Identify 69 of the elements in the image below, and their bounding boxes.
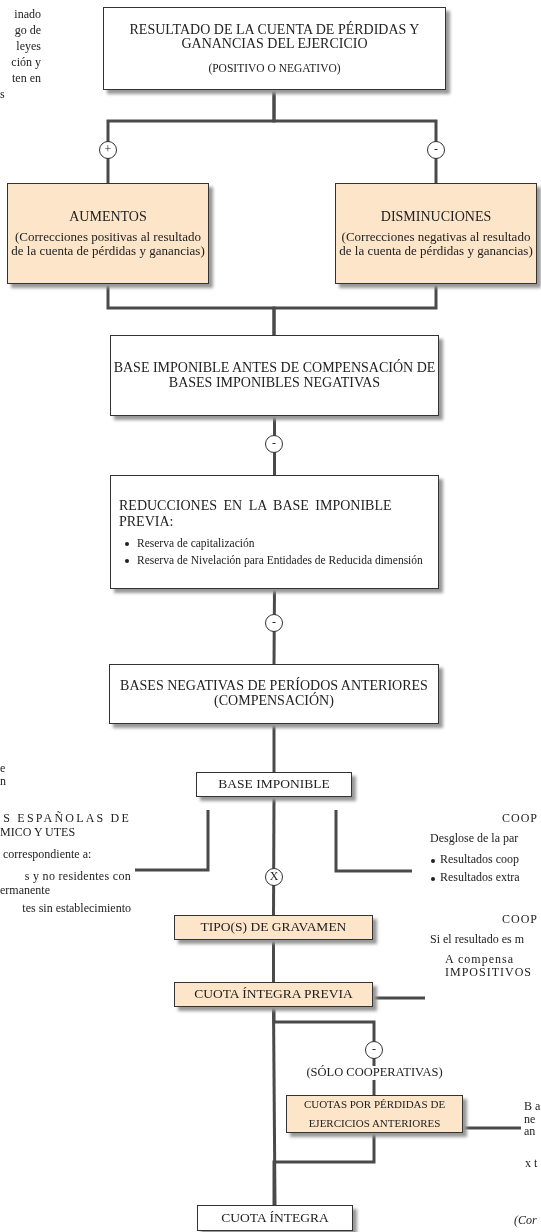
side-text: S ESPAÑOLAS DE — [3, 812, 131, 826]
connector-line — [273, 416, 276, 475]
side-text: ten en — [12, 72, 41, 86]
operator-sign: - — [434, 143, 438, 157]
process-box — [286, 1095, 463, 1133]
box-title: DISMINUCIONES — [380, 209, 492, 225]
process-box — [335, 183, 537, 284]
process-box — [110, 475, 439, 589]
box-title: CUOTAS POR PÉRDIDAS DE EJERCICIOS ANTERIORES — [302, 1097, 447, 1131]
side-text: correspondiente a: — [3, 848, 92, 862]
list-item: Reserva de Nivelación para Entidades de Reducida dimensión — [137, 554, 424, 567]
side-text: MICO Y UTES — [0, 826, 76, 840]
connector-line — [272, 1007, 376, 1095]
process-box — [109, 664, 439, 724]
box-subtitle: (POSITIVO O NEGATIVO) — [208, 62, 341, 75]
side-text: go de — [14, 24, 41, 38]
box-title: CUOTA ÍNTEGRA PREVIA — [194, 987, 353, 1002]
side-note: (SÓLO COOPERATIVAS) — [305, 1066, 444, 1080]
side-text: n — [0, 775, 6, 789]
box-title: RESULTADO DE LA CUENTA DE PÉRDIDAS Y GANANCIAS DEL EJERCICIO — [128, 22, 421, 53]
process-box — [174, 982, 373, 1007]
side-text: Si el resultado es m — [430, 933, 524, 947]
box-title: REDUCCIONES EN LA BASE IMPONIBLE PREVIA: — [119, 497, 393, 531]
side-text: s — [0, 88, 5, 102]
connector-line — [272, 797, 276, 915]
side-text: inado — [14, 8, 41, 22]
connector-line — [272, 589, 276, 664]
connector-line — [272, 724, 276, 772]
box-title: TIPO(S) DE GRAVAMEN — [200, 920, 347, 935]
side-text: COOP — [502, 913, 538, 927]
operator-sign: - — [272, 616, 276, 630]
process-box — [7, 183, 209, 284]
operator-sign: - — [372, 1043, 376, 1057]
connector-line — [463, 1126, 521, 1130]
process-box — [197, 1205, 353, 1231]
side-text: Resultados coop — [440, 853, 519, 867]
side-text: Resultados extra — [440, 871, 520, 885]
box-title: BASES NEGATIVAS DE PERÍODOS ANTERIORES (COMPENSACIÓN) — [119, 679, 429, 709]
connector-line — [272, 90, 438, 183]
box-subtitle: (Correcciones negativas al resultado de la cuenta de pérdidas y ganancias) — [338, 230, 534, 258]
side-text: Desglose de la par — [430, 832, 519, 846]
side-text: (Cor — [514, 1214, 537, 1228]
side-text: ción y — [11, 56, 41, 70]
side-text: leyes — [16, 40, 41, 54]
box-title: BASE IMPONIBLE — [218, 777, 330, 792]
box-title: A compensa IMPOSITIVOS — [445, 953, 533, 979]
box-title: CUOTA ÍNTEGRA — [221, 1210, 329, 1226]
process-box — [174, 915, 373, 940]
connector-line — [272, 284, 438, 335]
connector-line — [272, 1007, 277, 1205]
process-box — [110, 335, 439, 416]
process-box — [103, 7, 446, 90]
operator-sign: - — [272, 437, 276, 451]
box-title: BASE IMPONIBLE ANTES DE COMPENSACIÓN DE BASES IMPONIBLES NEGATIVAS — [112, 360, 437, 391]
connector-line — [272, 940, 275, 982]
side-text: ermanente — [0, 884, 50, 898]
list-item: Reserva de capitalización — [137, 537, 256, 550]
operator-sign: X — [269, 870, 279, 884]
side-text: s y no residentes con — [24, 870, 131, 884]
side-text: tes sin establecimiento — [22, 902, 131, 916]
connector-line — [373, 996, 425, 1000]
side-text: e — [0, 762, 6, 776]
box-subtitle: (Correcciones positivas al resultado de la cuenta de pérdidas y ganancias) — [10, 230, 206, 258]
side-text: x t — [525, 1157, 538, 1171]
box-title: B a ne an — [524, 1100, 541, 1138]
box-title: AUMENTOS — [69, 209, 147, 225]
side-text: COOP — [502, 812, 538, 826]
process-box — [196, 772, 352, 797]
operator-sign: + — [104, 143, 112, 157]
